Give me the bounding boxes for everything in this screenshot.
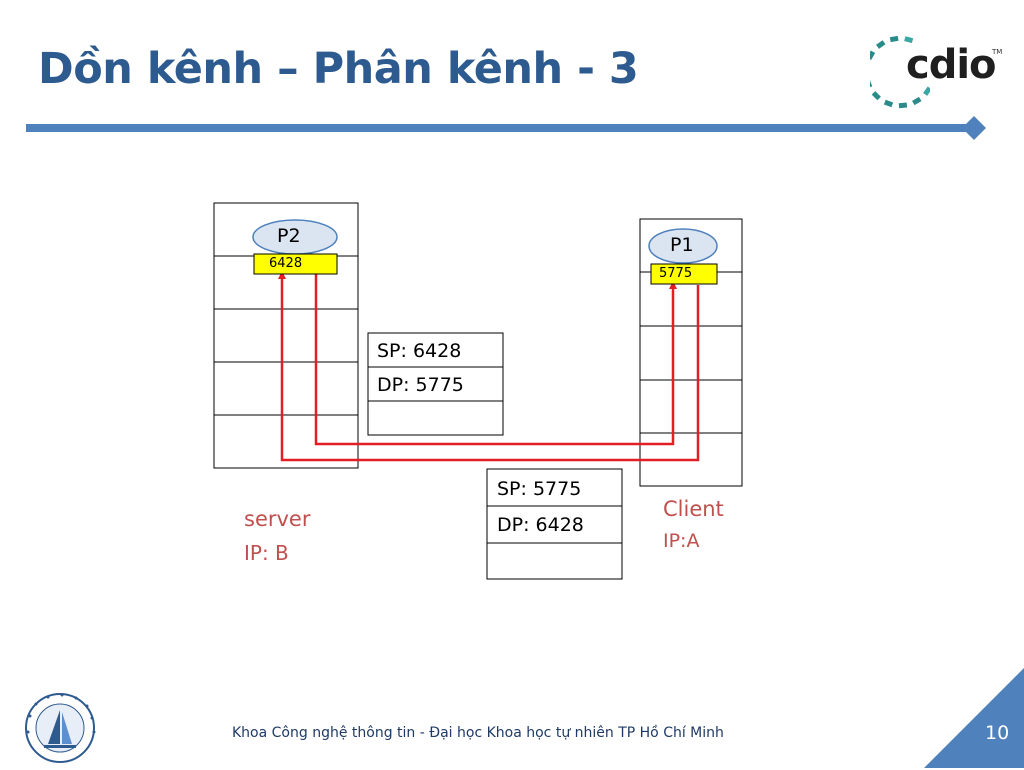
- segment2-source-port: SP: 5775: [497, 478, 582, 500]
- cdio-logo: cdio TM: [870, 32, 1010, 112]
- segment-to-client: [367, 332, 504, 436]
- server-port-label: 6428: [269, 256, 303, 271]
- path-server-to-client: [314, 274, 677, 446]
- client-host-label: Client: [663, 497, 724, 521]
- process-p1-label: P1: [670, 234, 694, 256]
- server-layer-link: [213, 361, 359, 416]
- server-port-box: [253, 253, 338, 275]
- segment-to-server: [486, 468, 623, 580]
- client-ip-label: IP:A: [663, 530, 700, 552]
- client-port-label: 5775: [659, 266, 693, 281]
- cdio-ring-icon: [870, 35, 930, 109]
- server-layer-network: [213, 308, 359, 363]
- footer-text: Khoa Công nghệ thông tin - Đại học Khoa …: [232, 725, 724, 741]
- segment1-source-port: SP: 6428: [377, 340, 462, 362]
- slide-title: Dồn kênh – Phân kênh - 3: [38, 44, 639, 94]
- process-p1-bubble: [648, 228, 718, 264]
- client-layer-network: [639, 325, 743, 381]
- university-logo: [12, 688, 112, 766]
- page-number: 10: [985, 722, 1010, 744]
- path-client-to-server: [278, 271, 700, 462]
- university-seal-icon: [25, 693, 96, 763]
- cdio-logo-text: cdio: [906, 42, 997, 88]
- process-p2-label: P2: [277, 225, 301, 247]
- cdio-trademark: TM: [992, 48, 1003, 56]
- client-port-box: [650, 263, 718, 285]
- server-host-label: server: [244, 507, 311, 531]
- client-layer-link: [639, 379, 743, 434]
- title-underline: [26, 116, 986, 140]
- server-ip-label: IP: B: [244, 541, 289, 565]
- segment2-dest-port: DP: 6428: [497, 514, 584, 536]
- corner-decoration: [924, 668, 1024, 768]
- segment1-dest-port: DP: 5775: [377, 374, 464, 396]
